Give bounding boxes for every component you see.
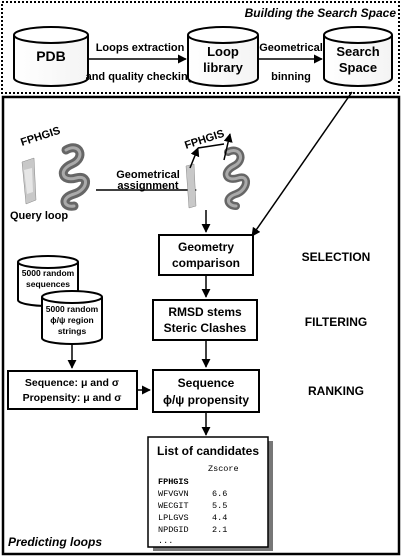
candidate-zscore: 2.1 [212,525,227,535]
candidates-ellipsis: ... [158,536,173,546]
selection-stage-label: SELECTION [302,250,371,264]
search-space-label-line2: Space [339,60,377,75]
assignment-label-line1: Geometrical [116,169,180,181]
geometrical-binning-label-top: Geometrical [259,42,323,54]
random-regions-line3: strings [58,326,87,336]
assignment-label-line2: assignment [117,180,178,192]
geometrical-binning-label-bottom: binning [271,71,311,83]
candidates-query: FPHGIS [158,477,189,487]
quality-checking-label: and quality checking [86,71,195,83]
search-space-database-icon [323,26,393,87]
candidate-sequence: LPLGVS [158,513,189,523]
loop-library-label-line1: Loop [207,44,239,59]
rmsd-stems-label: RMSD stems [168,305,242,319]
random-regions-line2: ϕ/ψ region [50,315,93,325]
random-sequences-line1: 5000 random [22,268,75,278]
propensity-stats-label: Propensity: μ and σ [23,392,122,404]
prediction-title: Predicting loops [8,535,102,549]
ranking-stage-label: RANKING [308,384,364,398]
sequence-stats-label: Sequence: μ and σ [25,377,119,389]
loop-library-label-line2: library [203,60,244,75]
query-loop-icon [21,143,90,211]
loop-library-database-icon [187,26,259,87]
pdb-label: PDB [36,48,66,64]
candidate-zscore: 4.4 [212,513,227,523]
candidate-zscore: 5.5 [212,501,227,511]
search-space-label-line1: Search [336,44,379,59]
geometry-comparison-line1: Geometry [178,240,234,254]
query-sequence-label: FPHGIS [19,125,62,149]
pdb-database-icon [13,26,89,87]
geometry-comparison-box [158,234,254,276]
prediction-section: Predicting loops FPHGIS Query loop Geome… [1,91,401,556]
loops-extraction-label: Loops extraction [96,42,185,54]
prediction-frame [1,95,401,556]
random-sequences-line2: sequences [26,279,70,289]
sequence-propensity-line2: ϕ/ψ propensity [163,393,249,407]
search-space-title: Building the Search Space [245,6,397,20]
query-loop-label: Query loop [10,210,68,222]
candidates-list-box [147,436,269,548]
assigned-loop-icon [185,133,250,210]
filtering-box [152,299,258,341]
zscore-header: Zscore [208,464,239,474]
sequence-propensity-line1: Sequence [178,376,235,390]
candidate-zscore: 6.6 [212,489,227,499]
filtering-stage-label: FILTERING [305,315,367,329]
geometry-comparison-line2: comparison [172,256,240,270]
candidate-sequence: WECGIT [158,501,189,511]
statistics-box [7,370,138,410]
candidate-sequence: WFVGVN [158,489,189,499]
assigned-sequence-label: FPHGIS [183,128,226,152]
candidate-sequence: NPDGID [158,525,189,535]
steric-clashes-label: Steric Clashes [164,321,247,335]
candidates-title: List of candidates [157,444,259,458]
search-space-section: Building the Search Space PDB Loops extr… [1,1,400,94]
arrow-search-space-to-geometry [251,91,353,237]
random-regions-line1: 5000 random [46,304,99,314]
random-regions-database-icon [41,290,103,345]
